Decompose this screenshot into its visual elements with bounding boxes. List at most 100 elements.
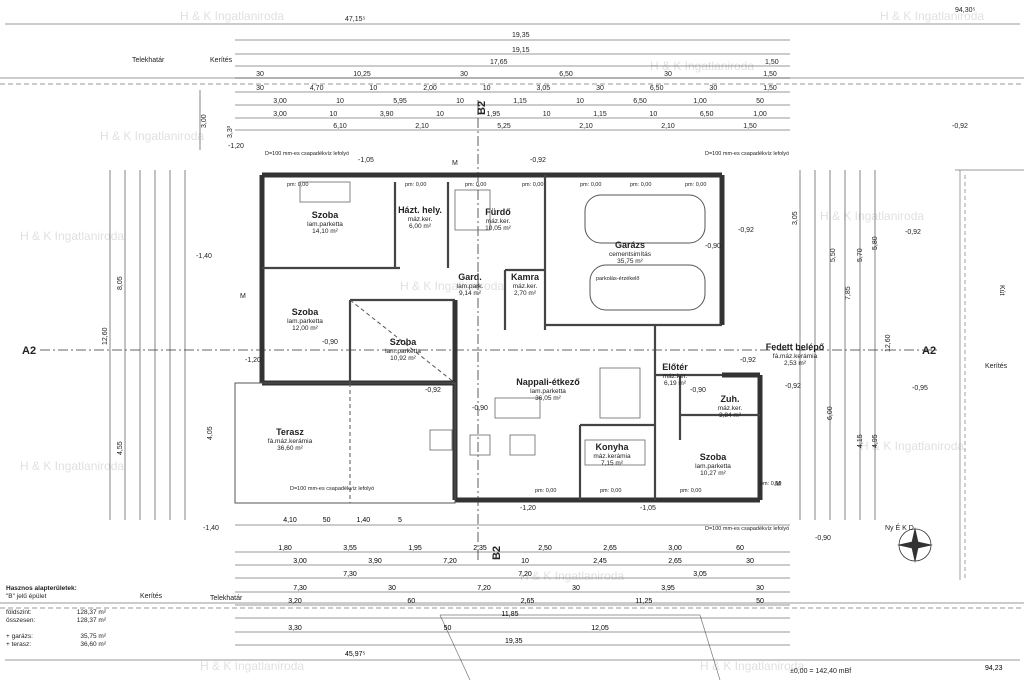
watermark: H & K Ingatlaniroda bbox=[20, 229, 124, 243]
dimension-value: 30 bbox=[256, 71, 264, 78]
room-floor: máz.ker. bbox=[486, 218, 511, 225]
dim-row3-right: 1,50 bbox=[765, 59, 779, 66]
pm-level-label: pm: 0,00 bbox=[580, 182, 601, 188]
dimension-value: 6,10 bbox=[333, 123, 347, 130]
room-floor: máz.ker. bbox=[663, 373, 688, 380]
dimension-value: 2,10 bbox=[415, 123, 429, 130]
room-name: Terasz bbox=[276, 427, 304, 437]
interior-walls bbox=[262, 175, 760, 500]
room-name: Kamra bbox=[511, 272, 540, 282]
legend-row: összesen:128,37 m² bbox=[6, 617, 106, 624]
dim-left-2: 3,3³ bbox=[227, 125, 234, 138]
level-m120-left: -1,20 bbox=[245, 357, 261, 364]
dim-row3: 17,65 bbox=[490, 59, 508, 66]
room-floor: fá.máz.kerámia bbox=[268, 438, 313, 445]
room-name: Szoba bbox=[700, 452, 727, 462]
room-floor: lam.park. bbox=[457, 283, 484, 290]
dim-right-3: 5,70 bbox=[857, 248, 864, 262]
room-label-haztartas: Házt. hely.máz.ker.6,00 m² bbox=[398, 205, 442, 230]
dimension-value: 10 bbox=[436, 111, 444, 118]
room-floor: máz.ker. bbox=[513, 283, 538, 290]
section-b2-bottom: B2 bbox=[491, 546, 503, 560]
level-m105: -1,05 bbox=[358, 157, 374, 164]
level-m092-east: -0,92 bbox=[785, 383, 801, 390]
room-name: Házt. hely. bbox=[398, 205, 442, 215]
room-area: 9,14 m² bbox=[459, 290, 482, 297]
pm-level-label: pm: 0,00 bbox=[405, 182, 426, 188]
level-m092-far: -0,92 bbox=[905, 229, 921, 236]
section-b2-top: B2 bbox=[476, 101, 488, 115]
area-legend: Hasznos alapterületek: "B" jelű épület f… bbox=[6, 585, 106, 649]
dimension-value: 10 bbox=[456, 98, 464, 105]
side-dimension-values: 3,00 3,3³ 8,05 12,60 4,55 4,05 3,05 5,50… bbox=[102, 114, 892, 455]
dimension-value: 30 bbox=[709, 85, 717, 92]
dimension-value: 30 bbox=[256, 85, 264, 92]
level-m120-bottom: -1,20 bbox=[520, 505, 536, 512]
drain-label-terrace: D=100 mm-es csapadékvíz lefolyó bbox=[290, 486, 374, 492]
drain-label-top-right: D=100 mm-es csapadékvíz lefolyó bbox=[705, 151, 789, 157]
room-area: 6,19 m² bbox=[664, 380, 687, 387]
dimension-value: 30 bbox=[664, 71, 672, 78]
dimension-value: 1,00 bbox=[753, 111, 767, 118]
dimension-value: 6,50 bbox=[633, 98, 647, 105]
watermark: H & K Ingatlaniroda bbox=[520, 569, 624, 583]
pm-level-label: pm: 0,00 bbox=[760, 481, 781, 487]
watermark: H & K Ingatlaniroda bbox=[880, 9, 984, 23]
dimension-value: 10 bbox=[483, 85, 491, 92]
dim-overall-left: 47,15⁵ bbox=[345, 16, 366, 23]
label-kerites-right: Kerítés bbox=[985, 363, 1008, 370]
room-area: 7,15 m² bbox=[601, 460, 624, 467]
dimension-value: 2,10 bbox=[579, 123, 593, 130]
dimension-value: 10 bbox=[336, 98, 344, 105]
legend-row: + terasz:36,60 m² bbox=[6, 641, 106, 648]
room-area: 36,05 m² bbox=[535, 395, 561, 402]
dimension-lines-top bbox=[5, 23, 1020, 131]
watermark: H & K Ingatlaniroda bbox=[860, 439, 964, 453]
dim-left-4: 12,60 bbox=[102, 327, 109, 345]
level-m140-left: -1,40 bbox=[196, 253, 212, 260]
dimension-value: 10 bbox=[649, 111, 657, 118]
level-m105-bottom: -1,05 bbox=[640, 505, 656, 512]
room-floor: lam.parketta bbox=[385, 348, 421, 355]
room-floor: lam.parketta bbox=[307, 221, 343, 228]
dim-left-5: 4,55 bbox=[117, 441, 124, 455]
dimension-value: 30 bbox=[460, 71, 468, 78]
room-name: Szoba bbox=[292, 307, 319, 317]
room-floor: lam.parketta bbox=[530, 388, 566, 395]
room-name: Nappali-étkező bbox=[516, 377, 580, 387]
watermark: H & K Ingatlaniroda bbox=[700, 659, 804, 673]
pm-level-label: pm: 0,00 bbox=[287, 182, 308, 188]
room-name: Előtér bbox=[662, 362, 688, 372]
datum-label: ±0,00 = 142,40 mBf bbox=[790, 668, 851, 675]
room-name: Fürdő bbox=[485, 207, 511, 217]
level-m090-garage: -0,90 bbox=[705, 243, 721, 250]
dimension-value: 6,50 bbox=[700, 111, 714, 118]
legend-subtitle: "B" jelű épület bbox=[6, 593, 47, 600]
room-area: 36,60 m² bbox=[277, 445, 303, 452]
dimension-value: 2,10 bbox=[661, 123, 675, 130]
m-mark-left: M bbox=[240, 293, 246, 300]
room-floor: lam.parketta bbox=[695, 463, 731, 470]
room-name: Garázs bbox=[615, 240, 645, 250]
room-name: Konyha bbox=[595, 442, 629, 452]
dimension-value: 1,50 bbox=[763, 71, 777, 78]
dimension-value: 10 bbox=[329, 111, 337, 118]
furniture bbox=[299, 181, 646, 466]
dimension-value: 4,70 bbox=[310, 85, 324, 92]
room-name: Gard. bbox=[458, 272, 482, 282]
watermark: H & K Ingatlaniroda bbox=[400, 279, 504, 293]
dimension-value: 1,50 bbox=[763, 85, 777, 92]
